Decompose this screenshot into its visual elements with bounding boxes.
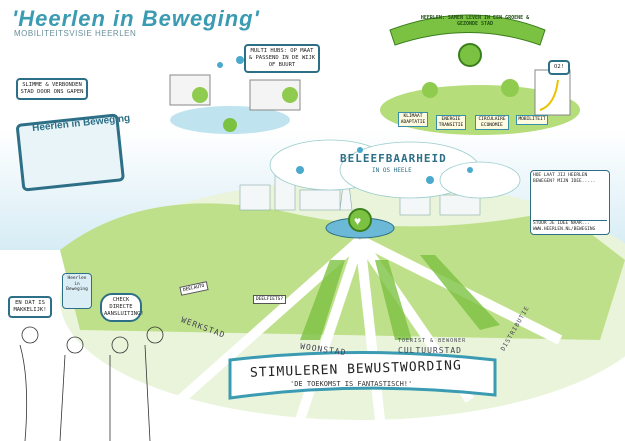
district-toerist: TOERIST & BEWONER	[398, 338, 467, 344]
multi-hubs-bubble: MULTI HUBS: OP MAAT & PASSEND IN DE WIJK…	[244, 44, 320, 73]
o2-bubble: O2!	[548, 60, 570, 75]
idea-question: HOE LAAT JIJ HEERLEN BEWEGEN? MIJN IDEE.…	[533, 173, 596, 184]
network-nodes	[217, 56, 473, 184]
smart-city-bubble: SLIMME & VERBONDEN STAD DOOR ONS GAPEN	[16, 78, 88, 100]
page-title: 'Heerlen in Beweging'	[12, 6, 260, 31]
bottom-banner-shape	[228, 351, 497, 400]
info-sign: Heerlen in Beweging	[62, 273, 92, 309]
heart-logo	[348, 208, 372, 232]
page-subtitle: MOBILITEITSVISIE HEERLEN	[14, 29, 137, 38]
people-sketch	[19, 326, 164, 441]
makkelijk-bubble: EN DAT IS MAKKELIJK!	[8, 296, 52, 318]
idea-footer: STUUR JE IDEE NAAR... WWW.HEERLEN.NL/BEW…	[533, 220, 607, 232]
bottom-banner-subtitle: 'DE TOEKOMST IS FANTASTISCH!'	[290, 380, 413, 388]
idea-card[interactable]: HOE LAAT JIJ HEERLEN BEWEGEN? MIJN IDEE.…	[530, 170, 610, 235]
deelfiets-sign: DEELFIETS?	[253, 295, 287, 304]
puzzle-klimaat: KLIMAAT ADAPTATIE	[398, 112, 428, 127]
puzzle-circulaire: CIRCULAIRE ECONOMIE	[475, 115, 509, 130]
tablet	[16, 113, 125, 192]
svg-text:♥: ♥	[354, 214, 361, 228]
multi-hub-scene	[169, 74, 301, 134]
green-banner: HEERLEN: SAMEN LEVEN IN EEN GROENE & GEZ…	[420, 15, 530, 27]
green-strips	[300, 255, 500, 340]
cloud-subtitle: IN OS HEELE	[372, 167, 412, 174]
skyline	[239, 159, 481, 216]
puzzle-mobiliteit: MOBILITEIT	[516, 115, 548, 125]
check-bubble: CHECK DIRECTE AANSLUITING!	[100, 293, 144, 322]
cloud-title: BELEEFBAARHEID	[340, 152, 447, 165]
district-cultuurstad: CULTUURSTAD	[398, 346, 462, 355]
puzzle-energie: ENERGIE TRANSITIE	[436, 115, 466, 130]
